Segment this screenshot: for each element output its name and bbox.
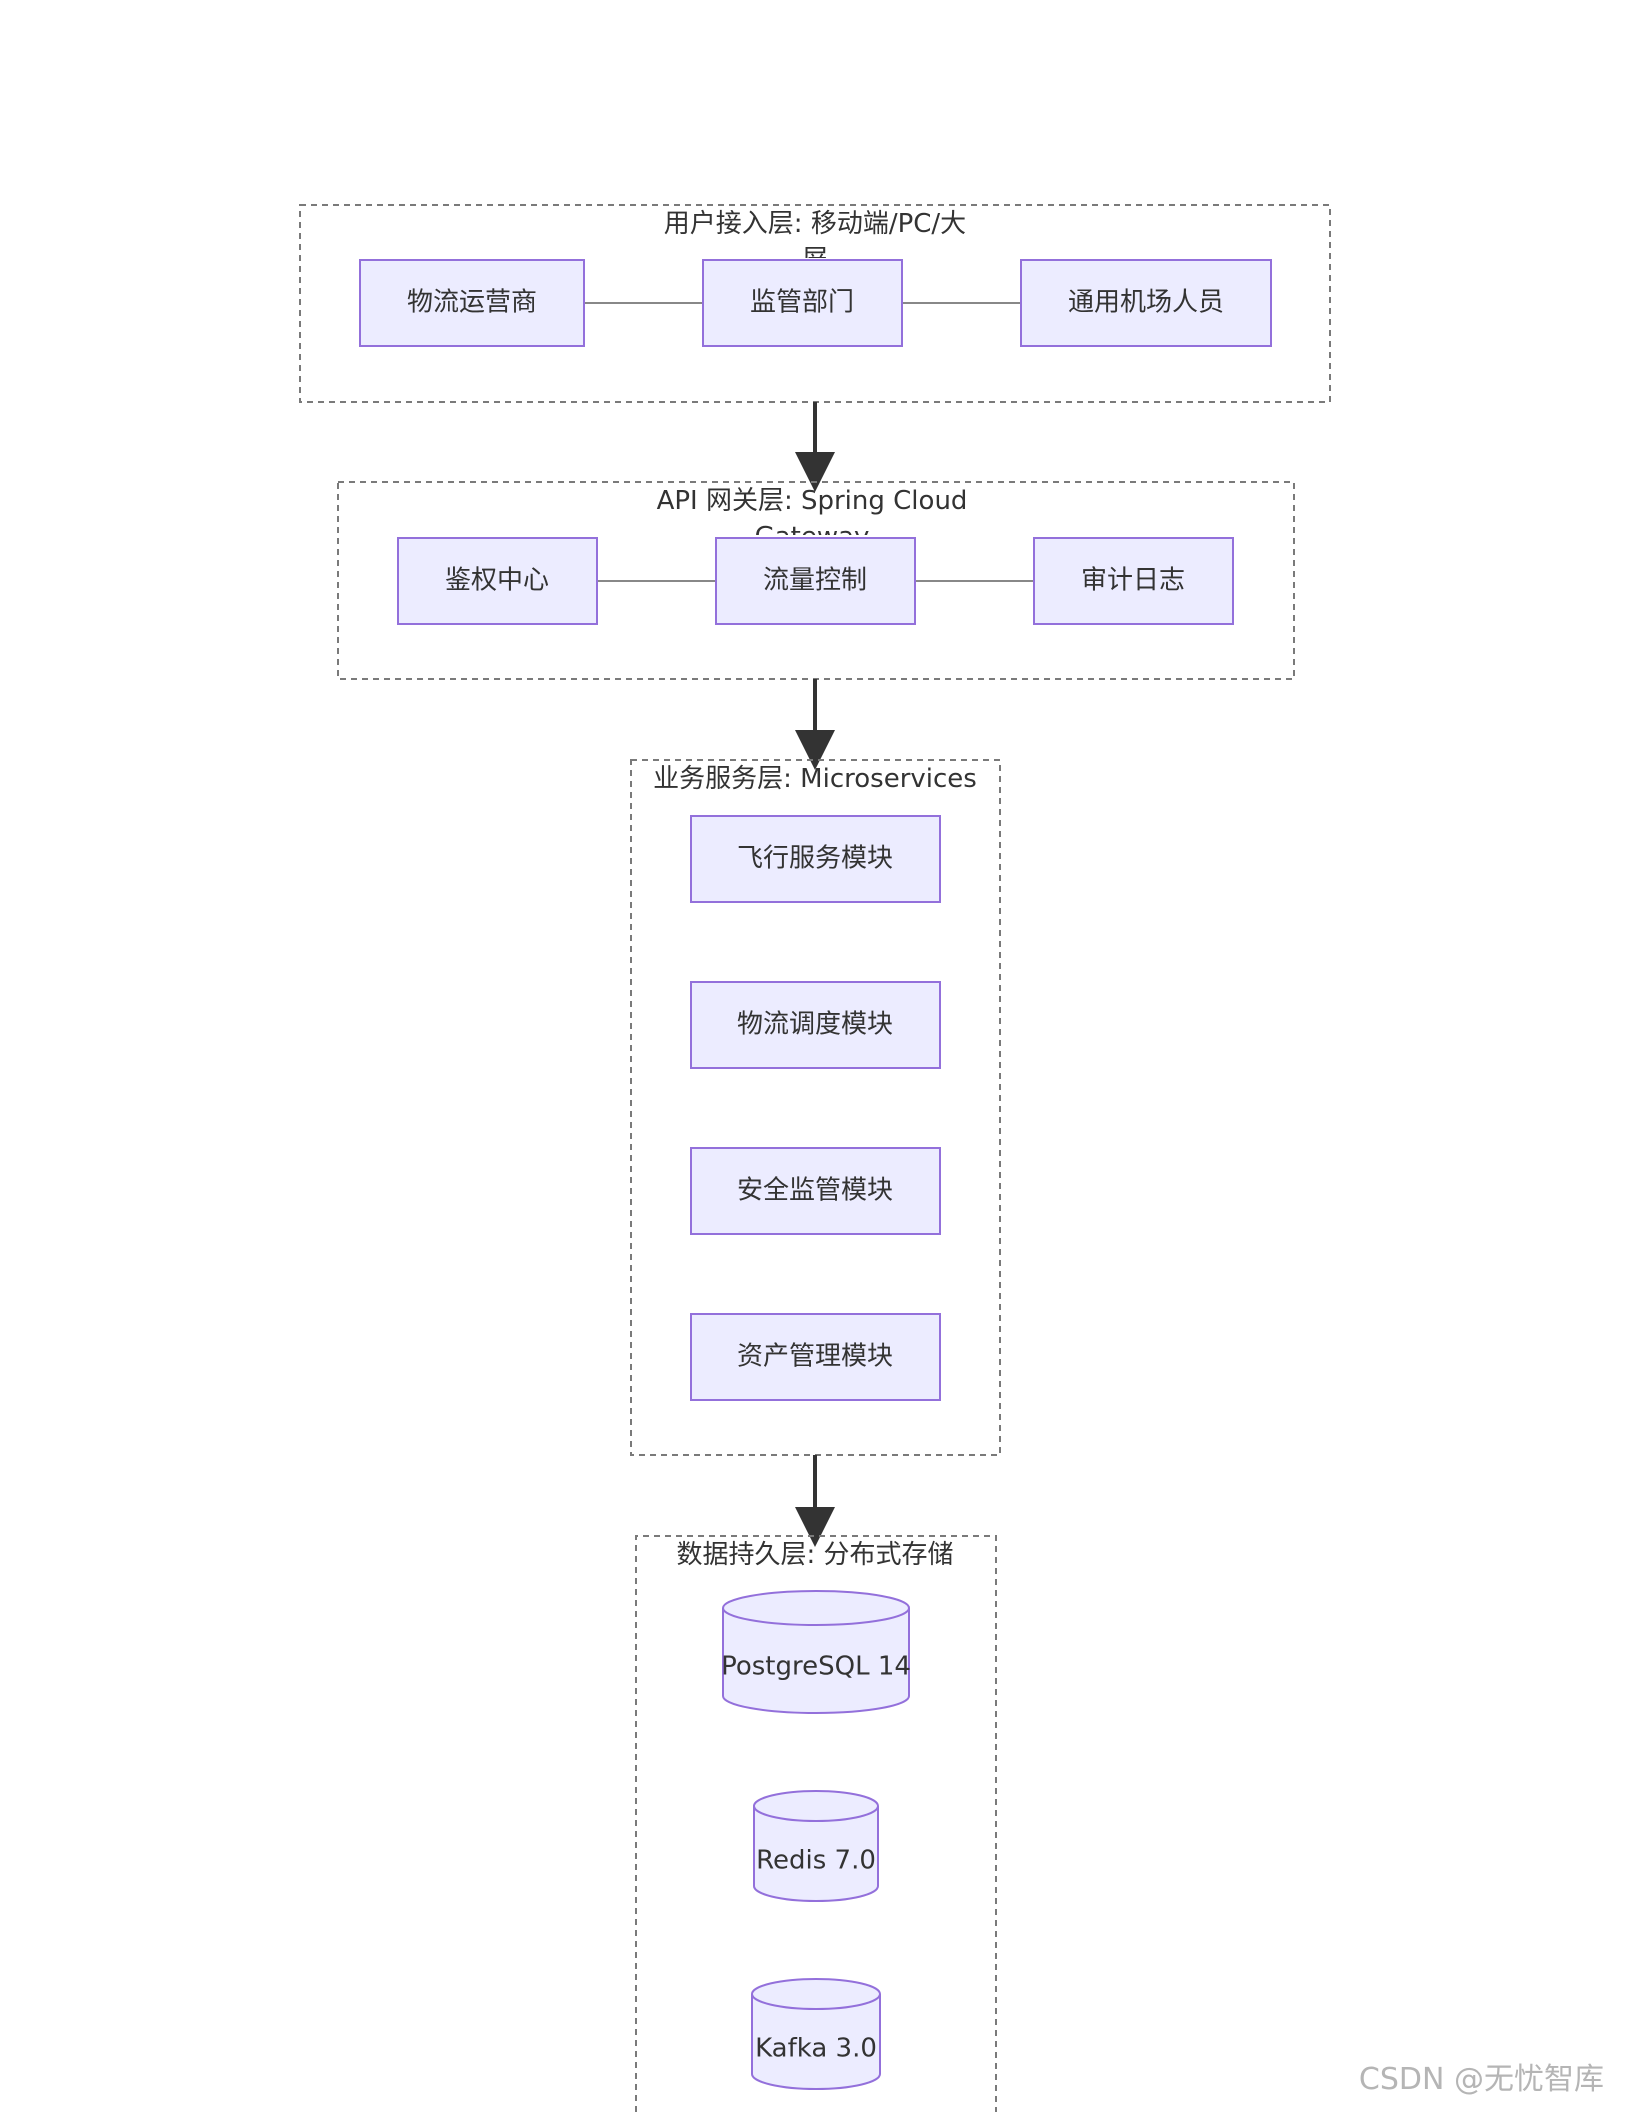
node-audit-log[interactable]: 审计日志 [1033, 537, 1234, 625]
layer-api-gateway-title: API 网关层: Spring Cloud [657, 486, 968, 516]
node-traffic-control-label: 流量控制 [763, 566, 867, 596]
layer-data-persistence-box [635, 1535, 997, 2112]
node-auth-center[interactable]: 鉴权中心 [397, 537, 598, 625]
layer-business-services: 业务服务层: Microservices 飞行服务模块 物流调度模块 安全监管模… [630, 759, 1001, 1456]
node-airport-staff-label: 通用机场人员 [1068, 288, 1224, 318]
node-regulator-label: 监管部门 [750, 288, 854, 318]
layer-data-persistence: 数据持久层: 分布式存储 PostgreSQL 14 Redis 7.0 Kaf… [635, 1535, 997, 2112]
node-flight-service[interactable]: 飞行服务模块 [690, 815, 941, 903]
layer-data-persistence-title: 数据持久层: 分布式存储 [676, 1540, 953, 1570]
node-auth-center-label: 鉴权中心 [445, 566, 549, 596]
node-safety-supervision[interactable]: 安全监管模块 [690, 1147, 941, 1235]
node-logistics-dispatch[interactable]: 物流调度模块 [690, 981, 941, 1069]
db-kafka-label: Kafka 3.0 [755, 2034, 877, 2064]
node-asset-management[interactable]: 资产管理模块 [690, 1313, 941, 1401]
node-logistics-operator-label: 物流运营商 [407, 288, 537, 318]
layer-api-gateway: API 网关层: Spring Cloud Gateway 鉴权中心 流量控制 … [337, 481, 1295, 680]
layer-user-access-title-wrap: 屏 [802, 245, 828, 275]
node-logistics-operator[interactable]: 物流运营商 [359, 259, 585, 347]
node-audit-log-label: 审计日志 [1081, 566, 1185, 596]
layer-user-access: 用户接入层: 移动端/PC/大 屏 物流运营商 监管部门 通用机场人员 [299, 204, 1331, 403]
node-logistics-dispatch-label: 物流调度模块 [737, 1010, 893, 1040]
node-airport-staff[interactable]: 通用机场人员 [1020, 259, 1272, 347]
layer-business-services-title: 业务服务层: Microservices [653, 764, 977, 794]
node-safety-supervision-label: 安全监管模块 [737, 1176, 893, 1206]
node-flight-service-label: 飞行服务模块 [737, 844, 893, 874]
db-kafka[interactable]: Kafka 3.0 [751, 1978, 881, 2090]
node-asset-management-label: 资产管理模块 [737, 1342, 893, 1372]
db-redis[interactable]: Redis 7.0 [753, 1790, 879, 1902]
db-redis-label: Redis 7.0 [756, 1846, 876, 1876]
layer-api-gateway-title-wrap: Gateway [755, 522, 870, 552]
db-postgresql[interactable]: PostgreSQL 14 [721, 1590, 911, 1714]
csdn-watermark: CSDN @无忧智库 [1358, 2062, 1604, 2097]
node-traffic-control[interactable]: 流量控制 [715, 537, 916, 625]
layer-user-access-title: 用户接入层: 移动端/PC/大 [664, 209, 966, 239]
node-regulator[interactable]: 监管部门 [702, 259, 903, 347]
db-postgresql-label: PostgreSQL 14 [721, 1652, 911, 1682]
